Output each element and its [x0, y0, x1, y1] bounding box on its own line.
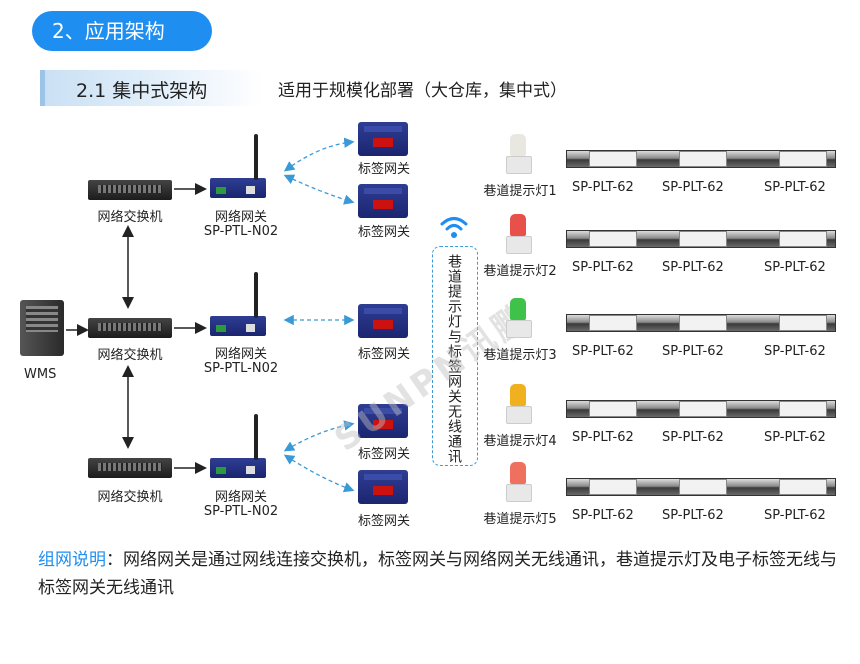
tag-gateway-icon	[358, 470, 408, 504]
gateway-label: 网络网关	[214, 210, 267, 225]
note-highlight: 组网说明	[38, 550, 106, 570]
lane-light-icon	[506, 134, 532, 174]
network-gateway-icon	[210, 272, 266, 336]
wms-label: WMS	[24, 367, 57, 382]
tag-model-label: SP-PLT-62	[764, 344, 826, 359]
electronic-tag-icon	[679, 479, 727, 495]
electronic-tag-icon	[779, 479, 827, 495]
switch-label: 网络交换机	[97, 490, 163, 505]
tag-model-label: SP-PLT-62	[572, 508, 634, 523]
electronic-tag-icon	[589, 315, 637, 331]
lane-light-label: 巷道提示灯3	[483, 348, 557, 363]
network-note: 组网说明：网络网关是通过网线连接交换机，标签网关与网络网关无线通讯，巷道提示灯及…	[38, 546, 850, 602]
lane-light-icon	[506, 214, 532, 254]
tag-gateway-label: 标签网关	[357, 162, 410, 177]
wireless-comm-box	[432, 246, 478, 466]
tag-model-label: SP-PLT-62	[572, 430, 634, 445]
switch-label: 网络交换机	[97, 348, 163, 363]
electronic-tag-icon	[779, 401, 827, 417]
lane-light-label: 巷道提示灯2	[483, 264, 557, 279]
wifi-icon	[440, 217, 468, 238]
tag-model-label: SP-PLT-62	[572, 344, 634, 359]
subsection-banner	[40, 70, 262, 106]
tag-model-label: SP-PLT-62	[662, 430, 724, 445]
shelf-rail	[566, 314, 836, 332]
tag-gateway-label: 标签网关	[357, 347, 410, 362]
network-switch-icon	[88, 318, 172, 338]
lane-light-icon	[506, 462, 532, 502]
tag-model-label: SP-PLT-62	[572, 180, 634, 195]
electronic-tag-icon	[679, 401, 727, 417]
shelf-rail	[566, 400, 836, 418]
tag-model-label: SP-PLT-62	[764, 180, 826, 195]
electronic-tag-icon	[679, 315, 727, 331]
shelf-rail	[566, 230, 836, 248]
tag-model-label: SP-PLT-62	[662, 344, 724, 359]
network-gateway-icon	[210, 414, 266, 478]
network-switch-icon	[88, 180, 172, 200]
lane-light-icon	[506, 384, 532, 424]
tag-gateway-icon	[358, 304, 408, 338]
gateway-model: SP-PTL-N02	[203, 224, 279, 239]
gateway-label: 网络网关	[214, 490, 267, 505]
electronic-tag-icon	[589, 401, 637, 417]
electronic-tag-icon	[779, 231, 827, 247]
electronic-tag-icon	[589, 151, 637, 167]
electronic-tag-icon	[679, 151, 727, 167]
gateway-label: 网络网关	[214, 347, 267, 362]
wms-server-icon	[20, 300, 64, 356]
tag-model-label: SP-PLT-62	[764, 430, 826, 445]
tag-model-label: SP-PLT-62	[764, 260, 826, 275]
shelf-rail	[566, 150, 836, 168]
electronic-tag-icon	[779, 315, 827, 331]
tag-gateway-icon	[358, 404, 408, 438]
network-gateway-icon	[210, 134, 266, 198]
gateway-model: SP-PTL-N02	[203, 361, 279, 376]
tag-model-label: SP-PLT-62	[662, 180, 724, 195]
shelf-rail	[566, 478, 836, 496]
gateway-model: SP-PTL-N02	[203, 504, 279, 519]
tag-gateway-label: 标签网关	[357, 447, 410, 462]
subsection-title: 2.1 集中式架构	[76, 80, 208, 102]
lane-light-label: 巷道提示灯5	[483, 512, 557, 527]
network-switch-icon	[88, 458, 172, 478]
electronic-tag-icon	[779, 151, 827, 167]
tag-model-label: SP-PLT-62	[572, 260, 634, 275]
tag-model-label: SP-PLT-62	[764, 508, 826, 523]
electronic-tag-icon	[679, 231, 727, 247]
subsection-desc: 适用于规模化部署（大仓库，集中式）	[278, 81, 567, 101]
tag-gateway-label: 标签网关	[357, 225, 410, 240]
lane-light-label: 巷道提示灯1	[483, 184, 557, 199]
wireless-comm-label: 巷道提示灯与标签网关无线通讯	[446, 254, 462, 464]
lane-light-icon	[506, 298, 532, 338]
switch-label: 网络交换机	[97, 210, 163, 225]
section-heading: 2、应用架构	[32, 11, 212, 51]
tag-gateway-label: 标签网关	[357, 514, 410, 529]
lane-light-label: 巷道提示灯4	[483, 434, 557, 449]
tag-model-label: SP-PLT-62	[662, 508, 724, 523]
tag-model-label: SP-PLT-62	[662, 260, 724, 275]
note-text: ：网络网关是通过网线连接交换机，标签网关与网络网关无线通讯，巷道提示灯及电子标签…	[38, 550, 837, 598]
tag-gateway-icon	[358, 184, 408, 218]
electronic-tag-icon	[589, 479, 637, 495]
electronic-tag-icon	[589, 231, 637, 247]
tag-gateway-icon	[358, 122, 408, 156]
